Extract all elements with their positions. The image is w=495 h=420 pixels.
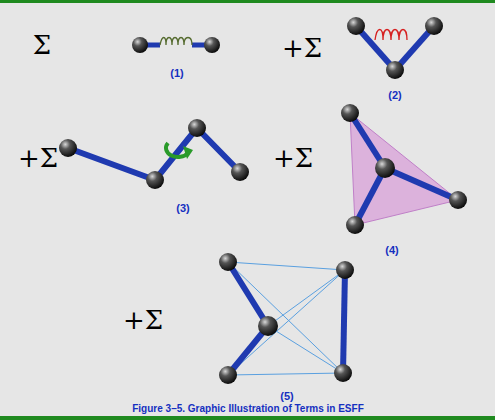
angle-bend-figure [347, 17, 443, 79]
sum-symbol: +Σ [273, 145, 313, 171]
top-rule [0, 0, 495, 3]
sum-symbol: +Σ [18, 145, 58, 171]
term-number: (5) [280, 391, 293, 402]
figure-caption: Figure 3–5. Graphic Illustration of Term… [132, 404, 364, 414]
sum-symbol: +Σ [282, 35, 322, 61]
sum-symbol: +Σ [123, 307, 163, 333]
sum-symbol: Σ [33, 32, 51, 58]
nonbonded-figure [219, 253, 354, 384]
term-number: (2) [388, 90, 401, 101]
out-of-plane-figure [341, 104, 467, 234]
term-number: (4) [385, 245, 398, 256]
term-number: (3) [176, 203, 189, 214]
term-number: (1) [170, 68, 183, 79]
torsion-figure [59, 119, 249, 189]
bond-stretch-figure [132, 37, 220, 53]
bottom-rule [0, 416, 495, 420]
